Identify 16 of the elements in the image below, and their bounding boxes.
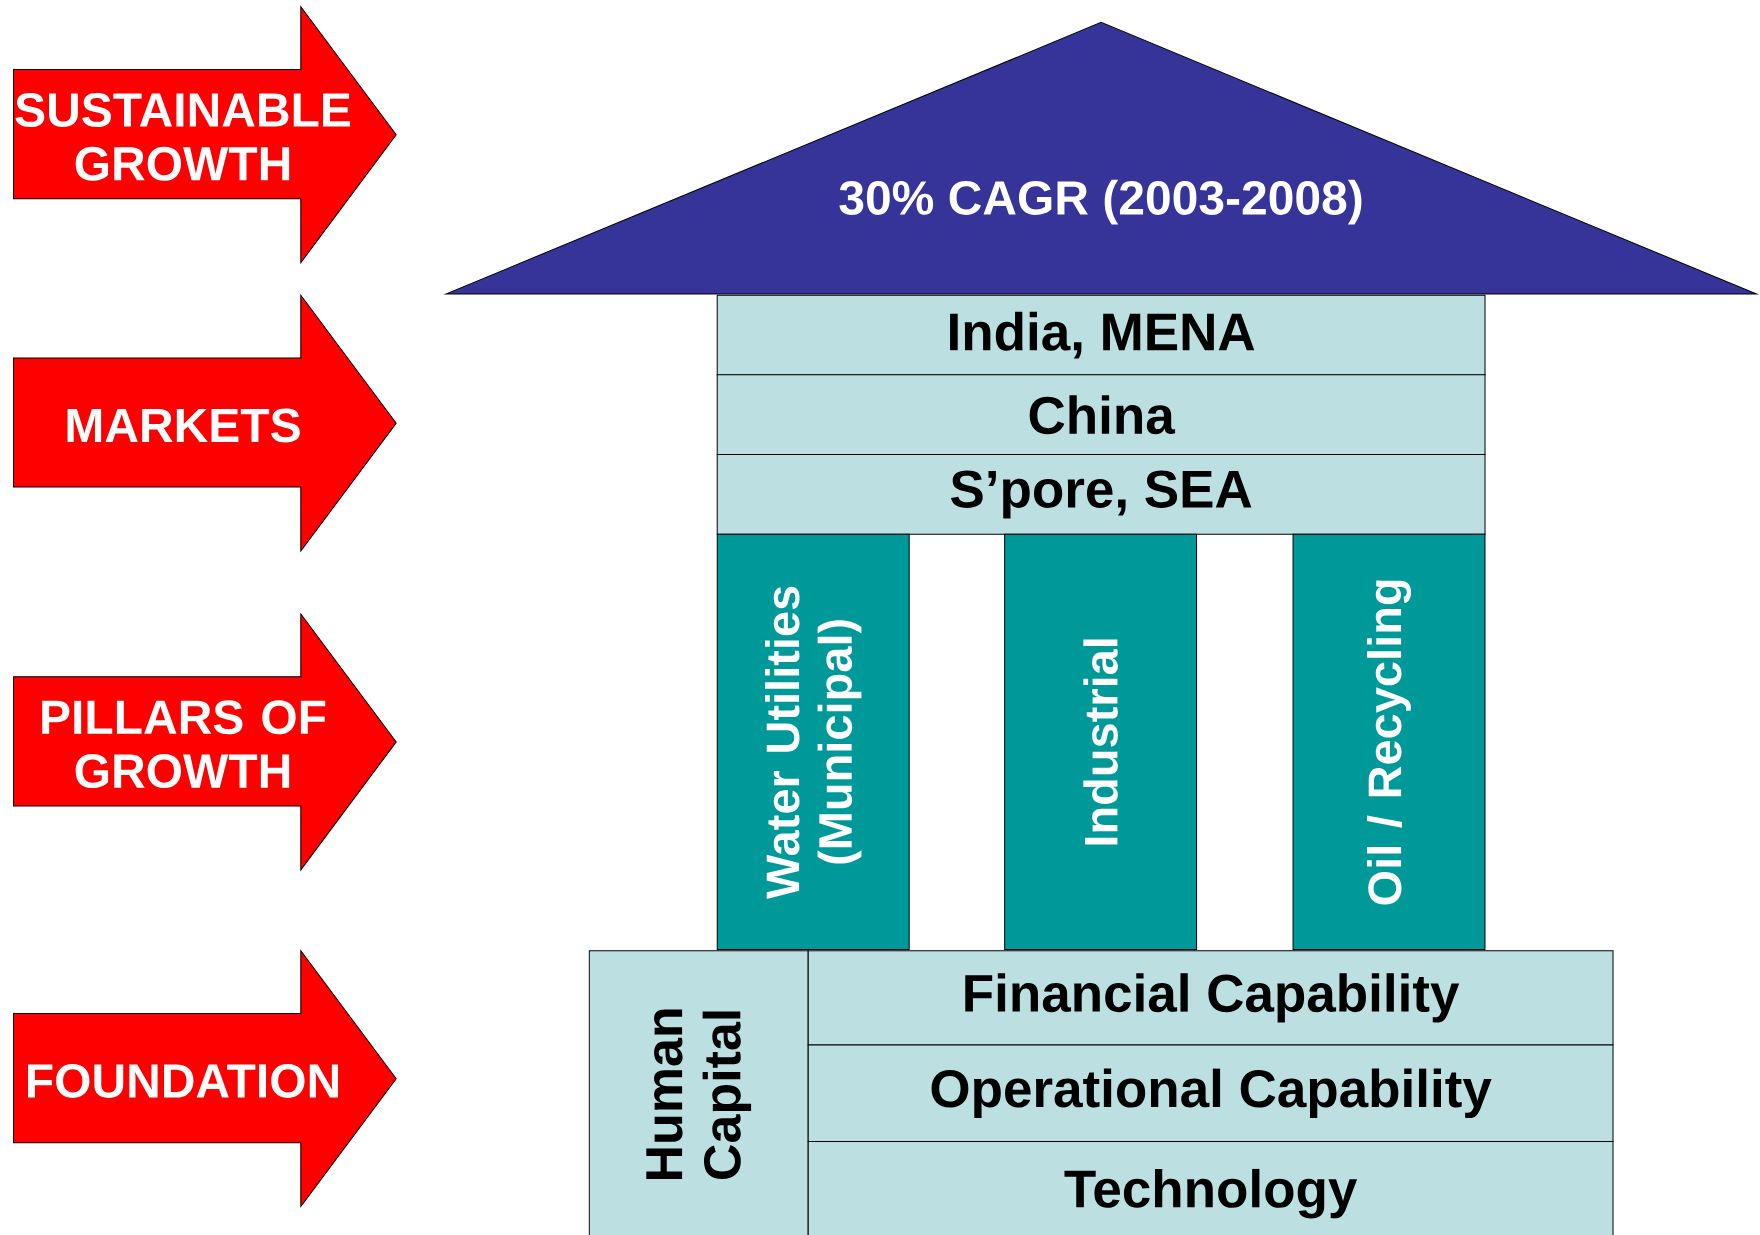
pillar-box: Industrial xyxy=(1004,533,1198,951)
band-box: India, MENA xyxy=(716,294,1486,376)
heading-banner: FOUNDATION xyxy=(13,950,397,1208)
roof-triangle: 30% CAGR (2003-2008) xyxy=(445,21,1758,295)
heading-banner: SUSTAINABLE GROWTH xyxy=(13,6,397,264)
band-box: Financial Capability xyxy=(807,950,1614,1046)
heading-banner: PILLARS OF GROWTH xyxy=(13,613,397,871)
band-box: China xyxy=(716,374,1486,456)
band-box: Operational Capability xyxy=(807,1044,1614,1143)
band-box: S’pore, SEA xyxy=(716,454,1486,535)
pillar-box: Water Utilities (Municipal) xyxy=(716,533,910,951)
heading-banner: MARKETS xyxy=(13,294,397,552)
band-box: Human Capital xyxy=(588,950,809,1235)
node-label: Technology xyxy=(1064,1168,1358,1219)
band-box: Technology xyxy=(807,1141,1614,1235)
pillar-box: Oil / Recycling xyxy=(1292,533,1486,951)
